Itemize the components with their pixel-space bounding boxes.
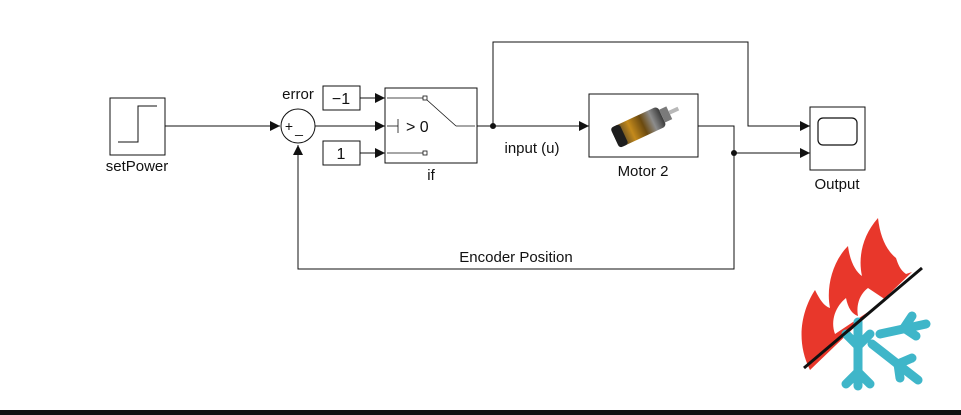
branch-point-motor [731, 150, 737, 156]
fire-icon [801, 218, 912, 370]
branch-point-input [490, 123, 496, 129]
error-signal-label: error [282, 86, 314, 103]
constant-positive-value: 1 [337, 146, 346, 163]
motor-label: Motor 2 [618, 163, 669, 180]
fire-and-ice-icon [801, 218, 931, 391]
scope-block[interactable] [809, 106, 866, 171]
switch-icon [387, 95, 475, 156]
sum-minus-sign: _ [294, 120, 303, 136]
constant-block-positive[interactable] [322, 140, 361, 166]
fire-ice-divider [803, 266, 923, 370]
step-block[interactable] [109, 97, 166, 156]
switch-block[interactable] [384, 87, 478, 164]
line-input-to-scope[interactable] [492, 41, 810, 131]
switch-label: if [427, 167, 435, 184]
snowflake-icon [841, 311, 931, 391]
constant-block-negative[interactable] [322, 85, 361, 111]
bottom-border [0, 410, 961, 415]
input-signal-label: input (u) [504, 140, 559, 157]
feedback-signal-label: Encoder Position [459, 249, 572, 266]
motor-block[interactable] [588, 93, 699, 158]
scope-label: Output [814, 176, 860, 193]
sum-plus-sign: + [285, 118, 293, 134]
motor-icon [611, 106, 680, 148]
line-feedback[interactable] [293, 145, 735, 270]
step-label: setPower [106, 158, 169, 175]
signal-lines [165, 41, 810, 270]
switch-condition: > 0 [406, 119, 429, 136]
constant-negative-value: −1 [332, 91, 350, 108]
scope-icon [817, 117, 858, 146]
sum-block[interactable] [280, 108, 316, 144]
step-icon [118, 105, 157, 143]
line-motor-to-scope[interactable] [698, 125, 810, 158]
